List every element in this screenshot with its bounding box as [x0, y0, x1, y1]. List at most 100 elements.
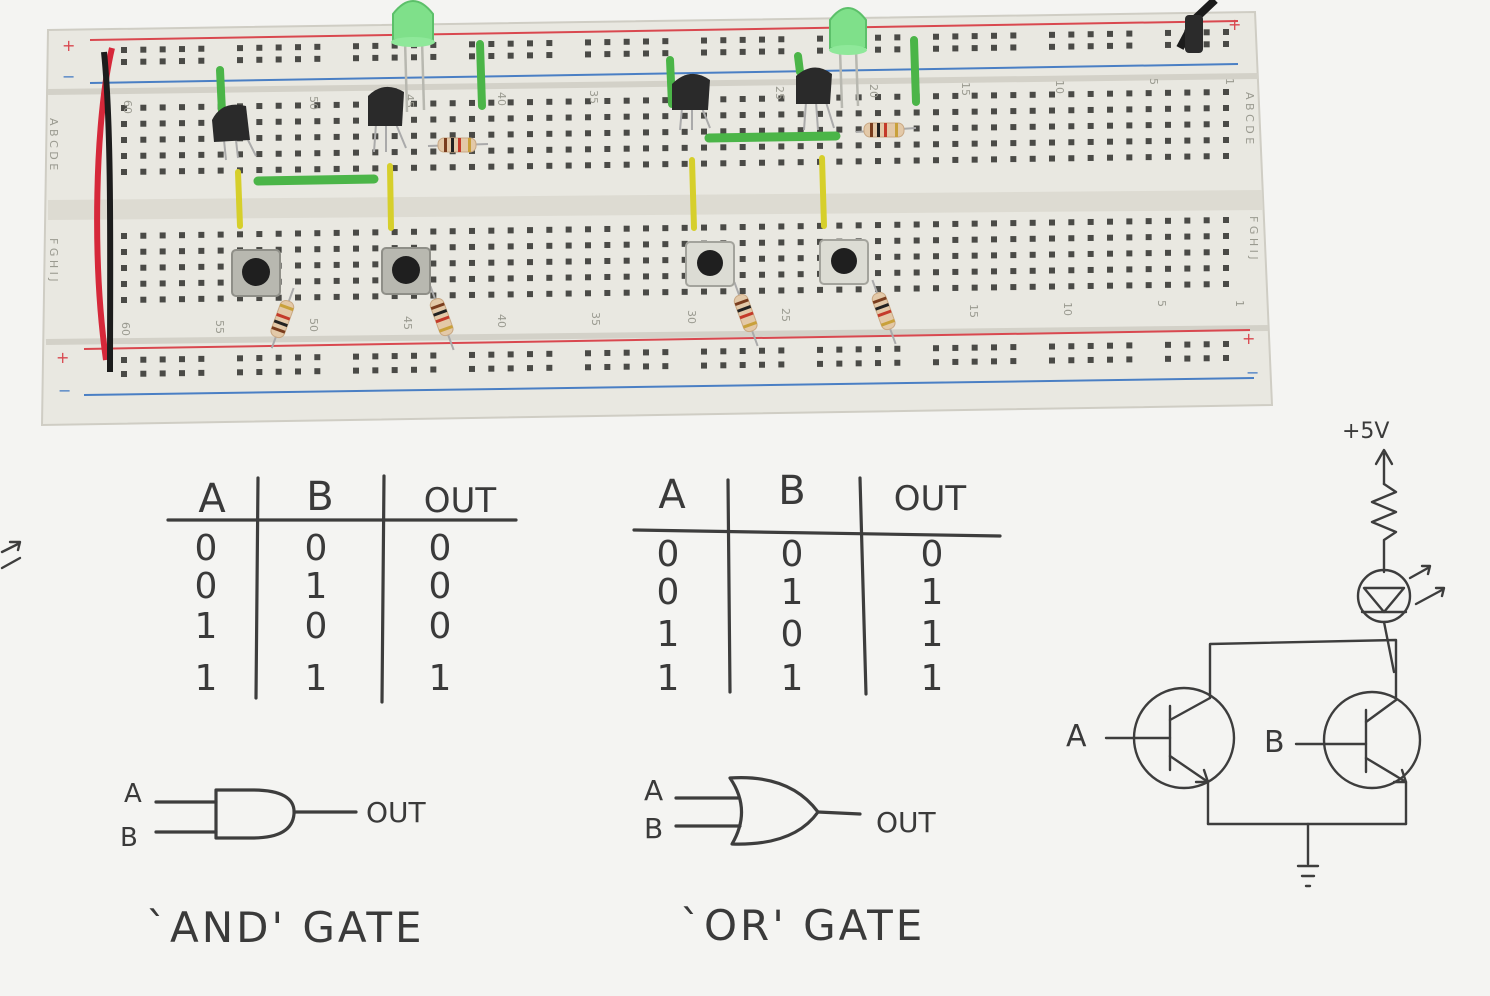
- green-jumper: [910, 36, 920, 106]
- breadboard-hole: [1087, 90, 1094, 97]
- breadboard-hole: [333, 149, 340, 156]
- breadboard-hole: [353, 245, 359, 252]
- breadboard-hole: [430, 116, 437, 123]
- breadboard-hole: [643, 145, 649, 152]
- breadboard-hole: [604, 161, 611, 168]
- breadboard-hole: [1010, 44, 1017, 51]
- breadboard-hole: [256, 231, 263, 238]
- breadboard-hole: [198, 231, 205, 238]
- breadboard-hole: [507, 131, 514, 138]
- breadboard-hole: [121, 121, 127, 127]
- breadboard-hole: [546, 146, 553, 153]
- breadboard-hole: [759, 159, 765, 166]
- breadboard-hole: [507, 351, 514, 358]
- breadboard-hole: [701, 144, 707, 151]
- breadboard-hole: [430, 228, 437, 235]
- breadboard-hole: [952, 156, 959, 163]
- breadboard-hole: [565, 162, 572, 169]
- schematic-label-b: B: [1264, 725, 1285, 760]
- breadboard-hole: [1126, 42, 1133, 49]
- breadboard-hole: [778, 255, 785, 262]
- truth-table-cell: 0: [429, 528, 452, 569]
- row-letters-top-right: A B C D E: [1243, 92, 1256, 144]
- resistor: [855, 122, 917, 138]
- column-number: 5: [1147, 78, 1160, 85]
- breadboard-hole: [314, 262, 321, 269]
- breadboard-hole: [1068, 155, 1075, 162]
- breadboard-hole: [991, 358, 997, 365]
- breadboard-hole: [1049, 155, 1055, 162]
- column-number: 10: [1061, 302, 1074, 316]
- breadboard-hole: [488, 131, 495, 138]
- breadboard-hole: [875, 110, 881, 117]
- breadboard-hole: [275, 230, 282, 237]
- breadboard-hole: [1165, 137, 1171, 144]
- breadboard-hole: [1010, 140, 1017, 147]
- breadboard-hole: [527, 259, 533, 266]
- truth-table-cell: 1: [195, 606, 218, 647]
- breadboard-hole: [894, 221, 901, 228]
- yellow-jumpers: [235, 155, 827, 231]
- breadboard-hole: [778, 111, 785, 118]
- breadboard-hole: [952, 236, 959, 243]
- breadboard-hole: [875, 238, 881, 245]
- breadboard-hole: [759, 111, 765, 118]
- transistor: [672, 73, 711, 131]
- breadboard-hole: [527, 40, 533, 47]
- breadboard-hole: [933, 141, 939, 148]
- breadboard-hole: [411, 292, 417, 299]
- breadboard-hole: [720, 160, 727, 167]
- breadboard-hole: [121, 357, 127, 363]
- breadboard-hole: [488, 259, 495, 266]
- breadboard-hole: [933, 33, 939, 40]
- breadboard-hole: [1107, 218, 1113, 225]
- rail-minus-sign-bottom-right: −: [1246, 363, 1259, 382]
- breadboard-hole: [121, 105, 127, 111]
- breadboard-hole: [1049, 31, 1055, 38]
- breadboard-hole: [971, 33, 978, 40]
- breadboard-hole: [179, 232, 185, 239]
- breadboard-hole: [1223, 153, 1229, 159]
- breadboard-hole: [430, 41, 437, 48]
- breadboard-hole: [952, 33, 959, 40]
- breadboard-hole: [604, 39, 611, 46]
- breadboard-hole: [991, 268, 997, 275]
- breadboard-hole: [836, 126, 843, 133]
- breadboard-hole: [217, 231, 224, 238]
- breadboard-hole: [1126, 282, 1133, 289]
- breadboard-hole: [739, 348, 746, 355]
- breadboard-hole: [295, 294, 301, 301]
- column-number: 60: [121, 100, 134, 114]
- or-table-divider: [726, 478, 732, 694]
- breadboard-hole: [720, 96, 727, 103]
- breadboard-hole: [1029, 219, 1036, 226]
- truth-table-cell: 0: [429, 566, 452, 607]
- breadboard-hole: [527, 351, 533, 358]
- breadboard-hole: [643, 273, 649, 280]
- breadboard-hole: [585, 242, 591, 249]
- breadboard-hole: [1203, 249, 1210, 256]
- breadboard-hole: [159, 136, 166, 143]
- breadboard-hole: [1184, 265, 1191, 272]
- breadboard-hole: [1107, 234, 1113, 241]
- and-gate-body: [214, 788, 296, 840]
- breadboard-hole: [952, 140, 959, 147]
- truth-table-cell: 0: [305, 528, 328, 569]
- breadboard-hole: [1165, 121, 1171, 128]
- breadboard-hole: [527, 131, 533, 138]
- truth-table-cell: 0: [657, 534, 680, 575]
- breadboard-hole: [662, 161, 669, 168]
- breadboard-hole: [469, 365, 475, 372]
- breadboard-hole: [256, 167, 263, 174]
- breadboard-hole: [353, 43, 359, 50]
- breadboard-hole: [991, 220, 997, 227]
- breadboard-hole: [275, 246, 282, 253]
- breadboard-hole: [759, 347, 765, 354]
- green-jumper: [794, 52, 804, 76]
- breadboard-hole: [1145, 250, 1152, 257]
- row-letters-bottom-right: F G H I J: [1247, 216, 1260, 260]
- and-header-out: OUT: [424, 481, 497, 521]
- truth-table-cell: 1: [657, 658, 680, 699]
- breadboard-hole: [604, 241, 611, 248]
